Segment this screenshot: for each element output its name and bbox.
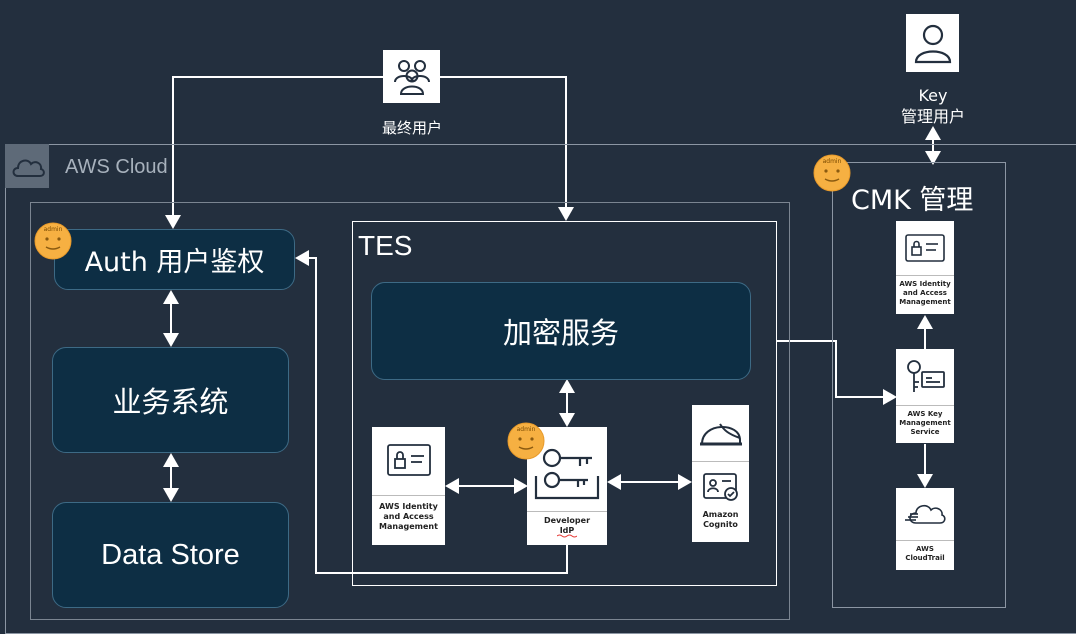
key-admin-line2: 管理用户 (900, 107, 965, 126)
cloudtrail-label: AWS CloudTrail (905, 545, 945, 562)
admin-badge-text: admin (517, 426, 536, 433)
end-users-icon-card (383, 50, 440, 103)
tes-title: TES (358, 230, 413, 261)
biz-system-box[interactable]: 业务系统 (52, 347, 289, 453)
id-check-icon (702, 473, 738, 501)
iam-cmk-label: AWS Identity and Access Management (899, 280, 951, 306)
data-store-box[interactable]: Data Store (52, 502, 289, 608)
cloudtrail-icon-wrap (902, 488, 948, 540)
iam-cmk-card[interactable]: AWS Identity and Access Management (896, 221, 954, 314)
cmk-title: CMK 管理 (851, 185, 974, 216)
id-card-lock-icon (386, 444, 431, 476)
iam-cmk-icon-wrap (903, 221, 947, 275)
data-store-label: Data Store (101, 538, 240, 571)
cognito-card[interactable]: Amazon Cognito (692, 405, 749, 542)
end-users-label: 最终用户 (381, 119, 442, 137)
edge-users-auth (165, 76, 383, 229)
kms-card[interactable]: AWS Key Management Service (896, 349, 954, 443)
aws-cloud-label: AWS Cloud (65, 156, 168, 178)
cognito-id-wrap (701, 462, 741, 510)
auth-box[interactable]: Auth 用户鉴权 (54, 229, 295, 290)
helmet-icon (699, 423, 742, 446)
auth-label: Auth 用户鉴权 (84, 247, 265, 278)
app-region (30, 202, 790, 620)
key-admin-icon-card (906, 14, 959, 72)
edge-users-tes (440, 76, 574, 221)
admin-badge-cmk-icon: admin (813, 154, 851, 192)
edge-idp-auth (295, 250, 568, 574)
edge-encrypt-kms (776, 340, 897, 405)
admin-badge-text: admin (823, 158, 842, 165)
admin-badge-text: admin (44, 226, 63, 233)
admin-badge-idp-icon: admin (507, 422, 545, 460)
encrypt-service-box[interactable]: 加密服务 (371, 282, 751, 380)
id-card-lock-icon (905, 234, 945, 262)
user-icon (914, 24, 951, 64)
cmk-group (832, 162, 1006, 608)
cloud-trail-icon (905, 504, 946, 524)
cloud-icon (12, 159, 45, 177)
iam-tes-icon-wrap (384, 427, 434, 495)
cloudtrail-card[interactable]: AWS CloudTrail (896, 488, 954, 570)
encrypt-service-label: 加密服务 (502, 316, 619, 350)
kms-icon-wrap (902, 349, 948, 405)
spellcheck-squiggle (557, 534, 577, 538)
key-admin-label: Key 管理用户 (880, 85, 986, 127)
idp-icon-wrap (532, 427, 602, 511)
key-admin-line1: Key (918, 86, 948, 105)
iam-tes-label: AWS Identity and Access Management (379, 502, 438, 531)
key-card-icon (907, 360, 945, 392)
cognito-helmet-wrap (696, 405, 746, 461)
tes-group (352, 221, 777, 586)
admin-badge-auth-icon: admin (34, 222, 72, 260)
cognito-label: Amazon Cognito (702, 510, 739, 529)
iam-tes-card[interactable]: AWS Identity and Access Management (372, 427, 445, 545)
kms-label: AWS Key Management Service (899, 410, 951, 436)
developer-idp-label: Developer IdP (543, 516, 591, 535)
keys-icon (534, 448, 600, 500)
biz-system-label: 业务系统 (112, 385, 229, 419)
users-group-icon (393, 59, 430, 95)
